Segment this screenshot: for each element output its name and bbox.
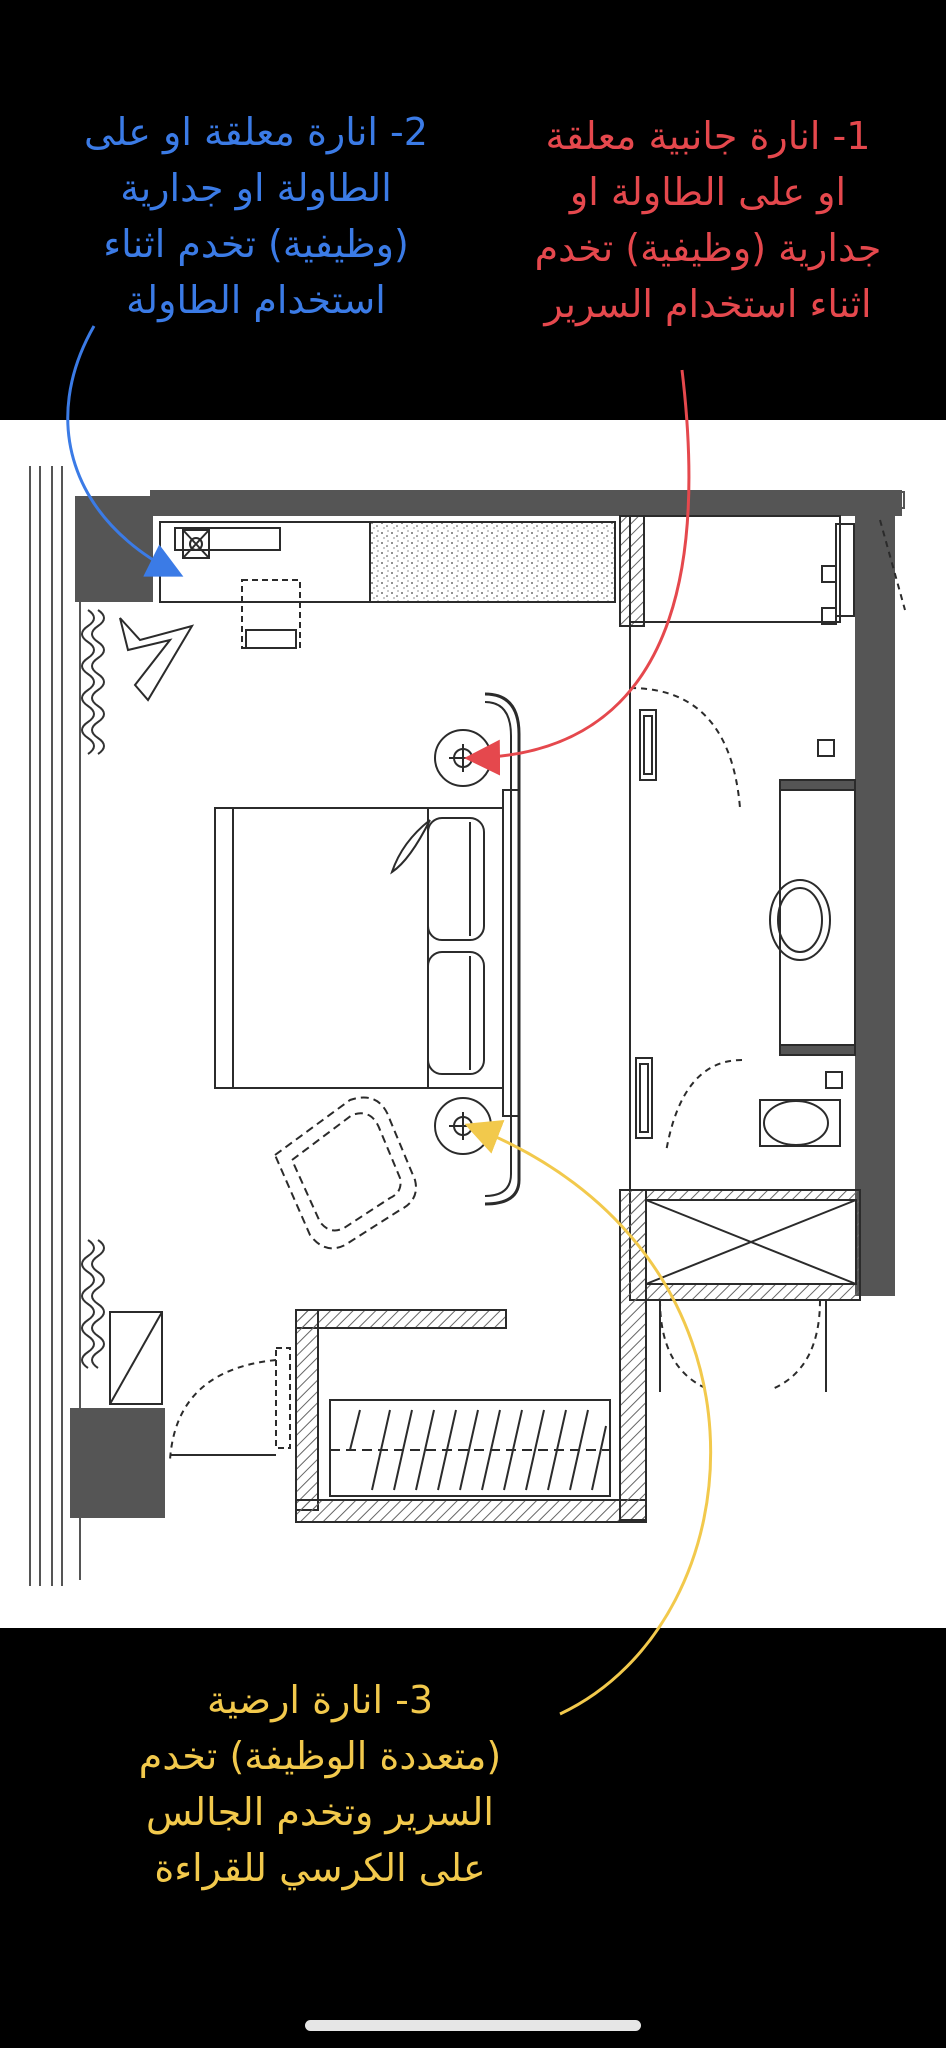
bathroom (619, 515, 861, 1301)
arrow-note-3 (464, 1120, 713, 1716)
closet (109, 519, 906, 1523)
outer-walls (70, 490, 905, 1518)
annotation-desk-lighting: 2- انارة معلقة او على الطاولة او جدارية … (84, 110, 428, 322)
bottom-black-band (0, 1628, 946, 2048)
bedside-lamps (434, 729, 492, 1155)
curtain (81, 609, 105, 1369)
arrow-note-2 (66, 325, 184, 577)
top-black-band (0, 0, 946, 420)
desk-area (119, 521, 616, 702)
annotation-floor-lamp: 3- انارة ارضية (متعددة الوظيفة) تخدم الس… (138, 1678, 502, 1890)
home-indicator[interactable] (305, 2020, 641, 2031)
annotation-bedside-lighting: 1- انارة جانبية معلقة او على الطاولة او … (534, 114, 882, 326)
armchair (273, 1096, 417, 1250)
bed (214, 692, 521, 1206)
arrow-note-1 (464, 369, 691, 776)
